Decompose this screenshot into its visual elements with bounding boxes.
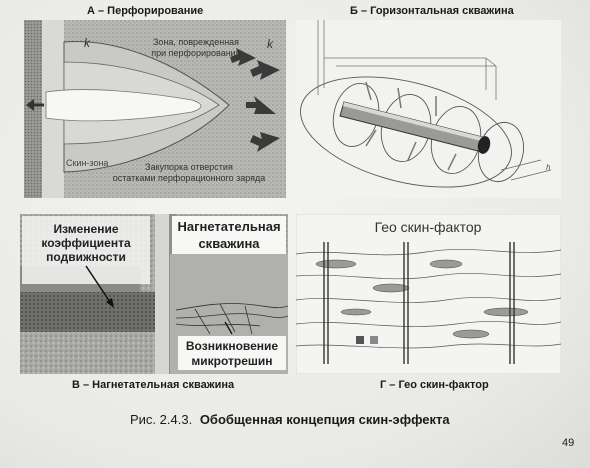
caption-perforation: А – Перфорирование (87, 5, 204, 17)
label-skin-zone: Скин-зона (66, 158, 108, 168)
caption-horizontal-well: Б – Горизонтальная скважина (350, 5, 514, 17)
caption-injection-well: В – Нагнетательная скважина (72, 379, 235, 391)
label-mobility-1: Изменение (53, 222, 118, 236)
label-damaged-zone-2: при перфорировании (151, 48, 240, 58)
label-plug-1: Закупорка отверстия (145, 162, 233, 172)
panel-injection-well: Изменение коэффициента подвижности Нагне… (20, 214, 288, 374)
page-number: 49 (562, 437, 575, 449)
label-microcracks-1: Возникновение (186, 339, 279, 353)
label-k-left: k (84, 36, 91, 50)
figure-caption: Рис. 2.4.3. Обобщенная концепция скин-эф… (130, 412, 450, 427)
label-h: h (546, 163, 551, 172)
label-mobility-3: подвижности (46, 250, 126, 264)
panel-geo-skin: Гео скин-фактор (296, 214, 561, 374)
figure-number: Рис. 2.4.3. (130, 412, 193, 427)
label-plug-2: остатками перфорационного заряда (113, 173, 266, 183)
label-geo-skin-title: Гео скин-фактор (375, 219, 482, 235)
label-damaged-zone-1: Зона, поврежденная (153, 37, 239, 47)
label-microcracks-2: микротрешин (191, 354, 272, 368)
caption-geo-skin: Г – Гео скин-фактор (380, 379, 489, 391)
panel-perforation: k k Зона, поврежденная при перфорировани… (24, 20, 286, 198)
label-k-right: k (267, 37, 274, 51)
panel-horizontal-well: h (296, 20, 561, 198)
label-mobility-2: коэффициента (41, 236, 131, 250)
label-injection-well-1: Нагнетательная (177, 219, 280, 234)
label-injection-well-2: скважина (198, 236, 260, 251)
figure-title: Обобщенная концепция скин-эффекта (199, 412, 450, 427)
